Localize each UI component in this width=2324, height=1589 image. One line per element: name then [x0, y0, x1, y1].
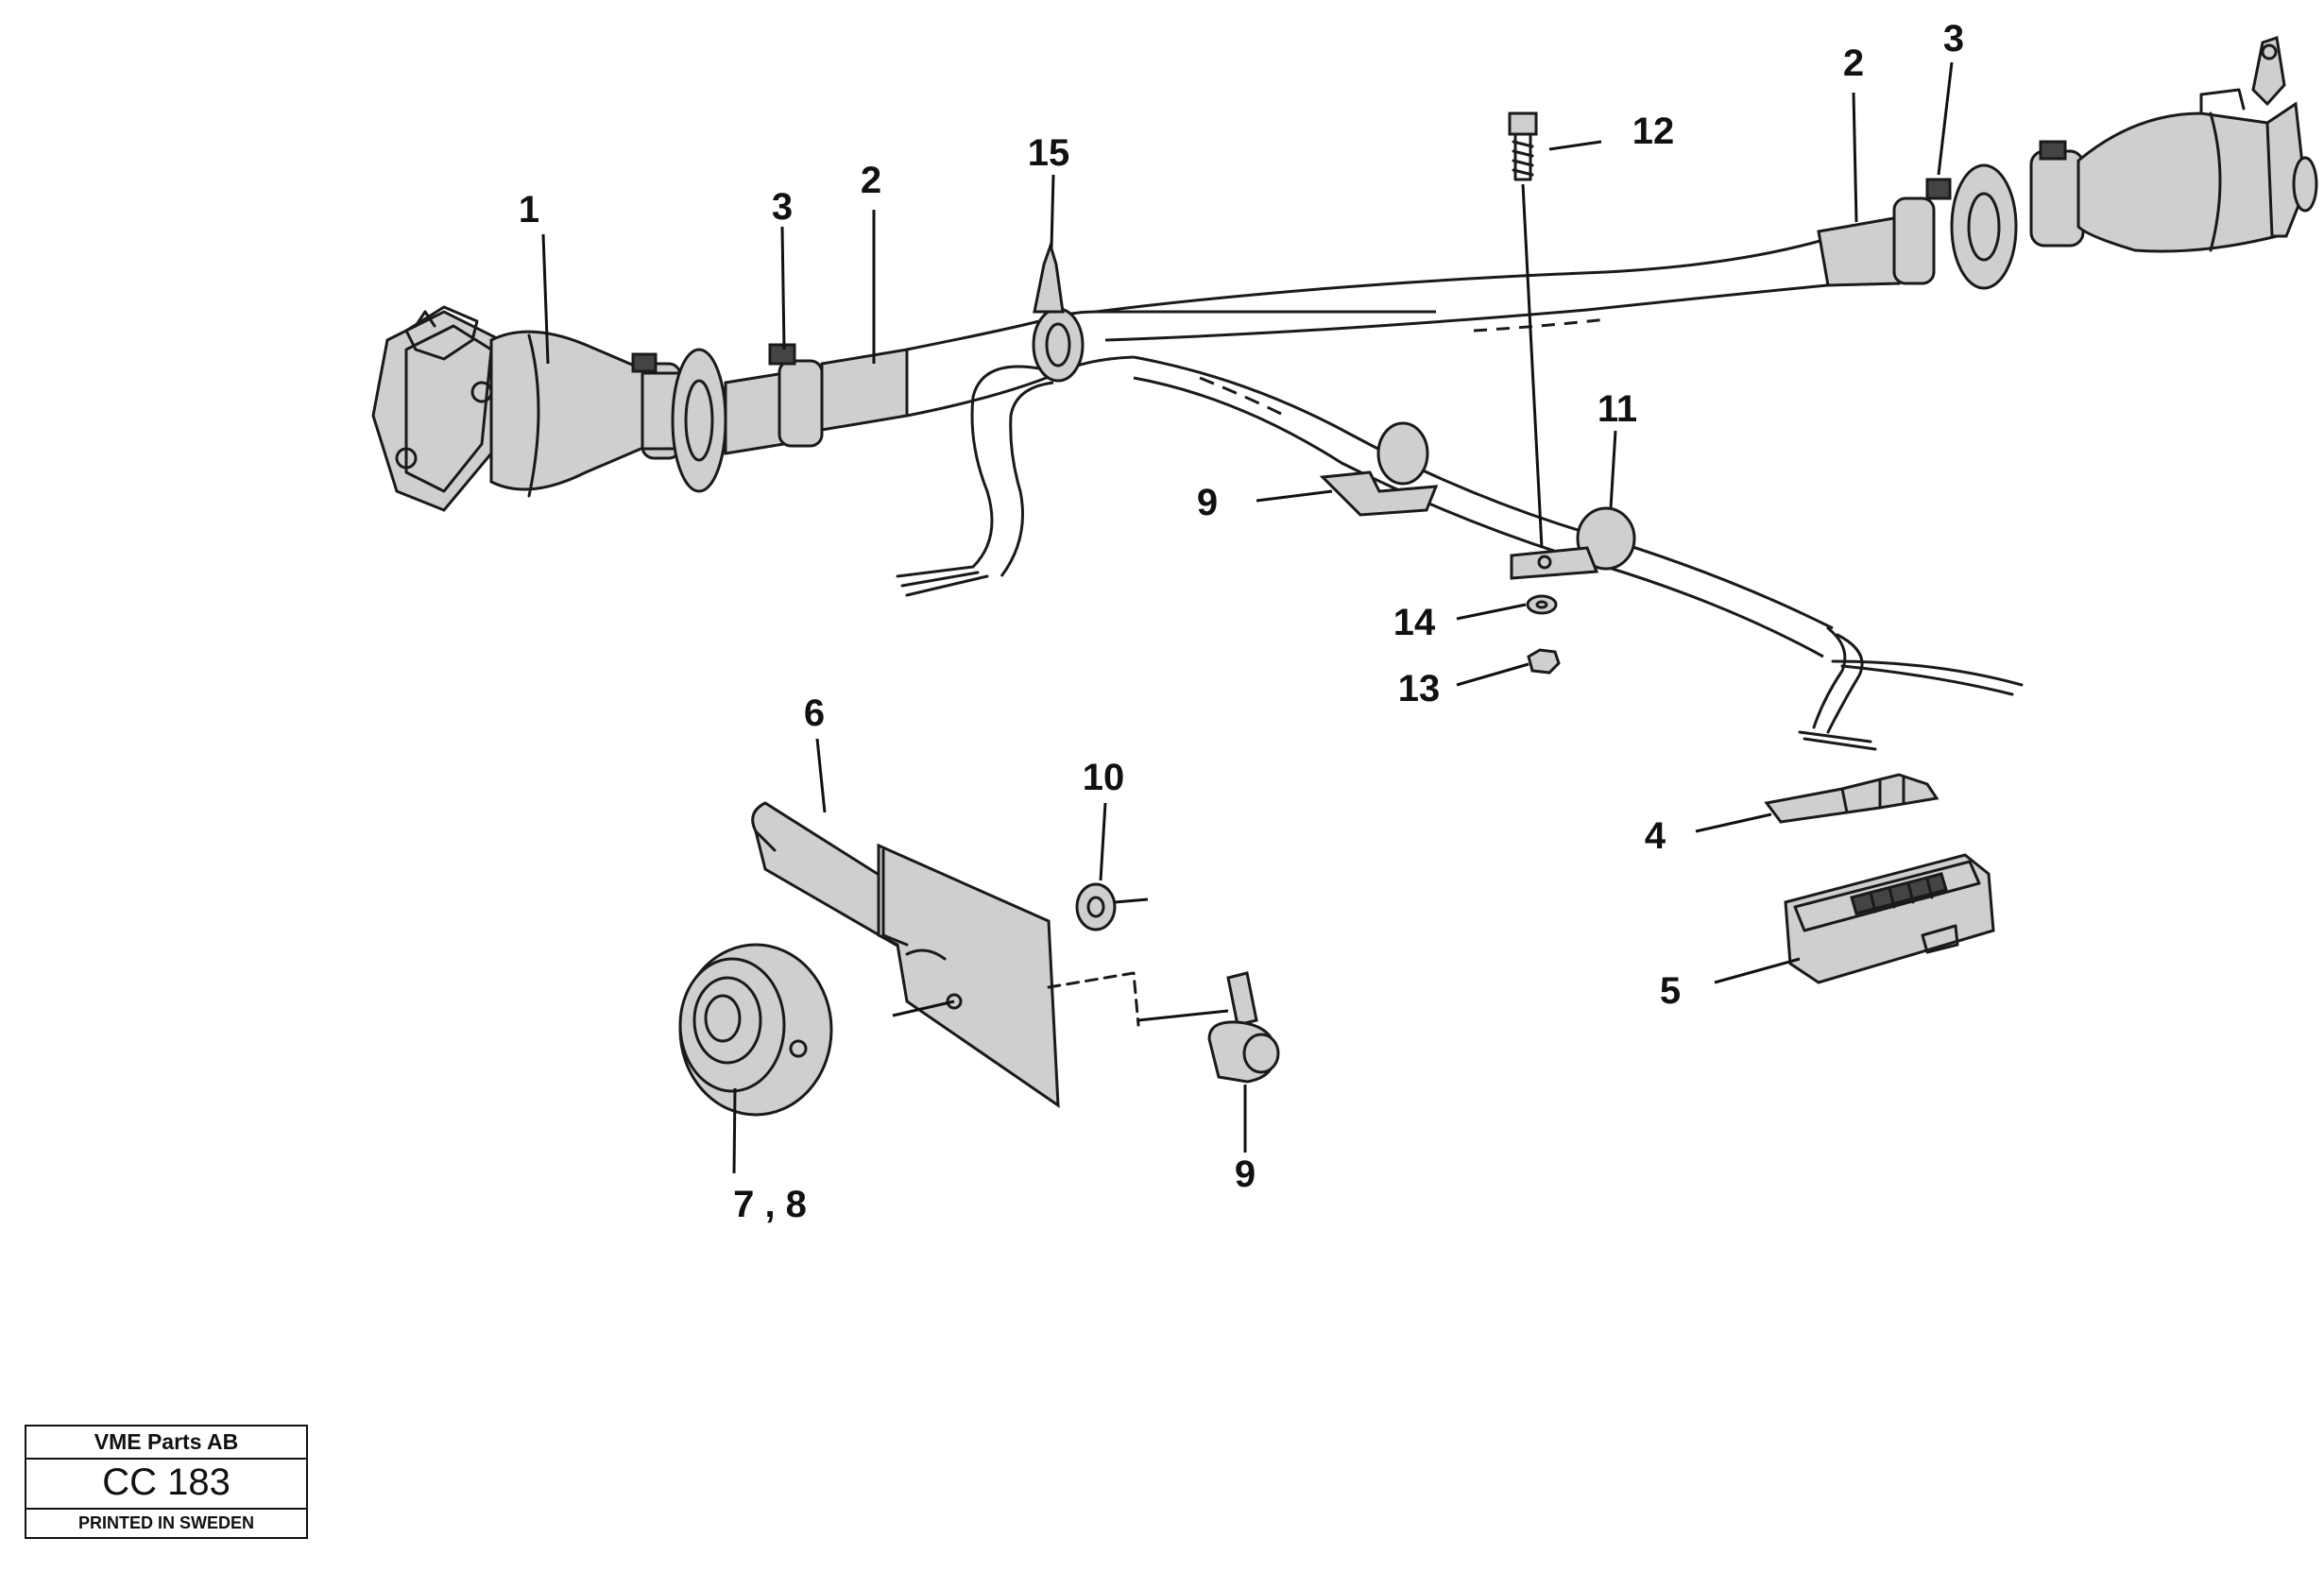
- right-trailer-socket: [1817, 36, 2318, 290]
- callout-2-left: 2: [861, 160, 881, 201]
- callout-2-right: 2: [1843, 43, 1864, 84]
- callout-3-right: 3: [1943, 18, 1964, 60]
- marker-lamp: [678, 943, 955, 1117]
- callout-13: 13: [1398, 668, 1441, 709]
- grommet: [1075, 882, 1149, 931]
- callout-labels: 1 3 2 15 12 2 3 11 9 14 13 6 10 4 5 7 , …: [519, 18, 1964, 1225]
- left-trailer-socket: [371, 305, 909, 512]
- mounting-bracket: [751, 801, 1060, 1108]
- title-block: VME Parts AB CC 183 PRINTED IN SWEDEN: [25, 1425, 308, 1539]
- callout-12: 12: [1632, 111, 1675, 152]
- main-cable: [896, 232, 1848, 597]
- callout-14: 14: [1393, 602, 1436, 643]
- callout-3-left: 3: [772, 186, 793, 228]
- title-block-printed: PRINTED IN SWEDEN: [77, 1513, 254, 1532]
- callout-11: 11: [1598, 388, 1637, 430]
- leader-lines: [541, 61, 1954, 1174]
- callout-1: 1: [519, 189, 539, 231]
- callout-9-cable: 9: [1197, 482, 1218, 523]
- callout-7-8: 7 , 8: [733, 1184, 807, 1225]
- callout-15: 15: [1028, 132, 1070, 174]
- title-block-company: VME Parts AB: [26, 1427, 306, 1460]
- callout-5: 5: [1660, 970, 1681, 1012]
- lower-cable-branch: [1133, 355, 2024, 751]
- title-block-code: CC 183: [26, 1460, 306, 1510]
- cable-terminal: [1764, 773, 1940, 824]
- callout-10: 10: [1083, 757, 1125, 798]
- callout-4: 4: [1645, 815, 1666, 857]
- callout-9-bracket: 9: [1235, 1153, 1256, 1195]
- fastener-stack: [1508, 111, 1561, 675]
- callout-6: 6: [804, 692, 825, 734]
- cable-clip: [1047, 971, 1280, 1084]
- connector-housing: [1784, 853, 1995, 984]
